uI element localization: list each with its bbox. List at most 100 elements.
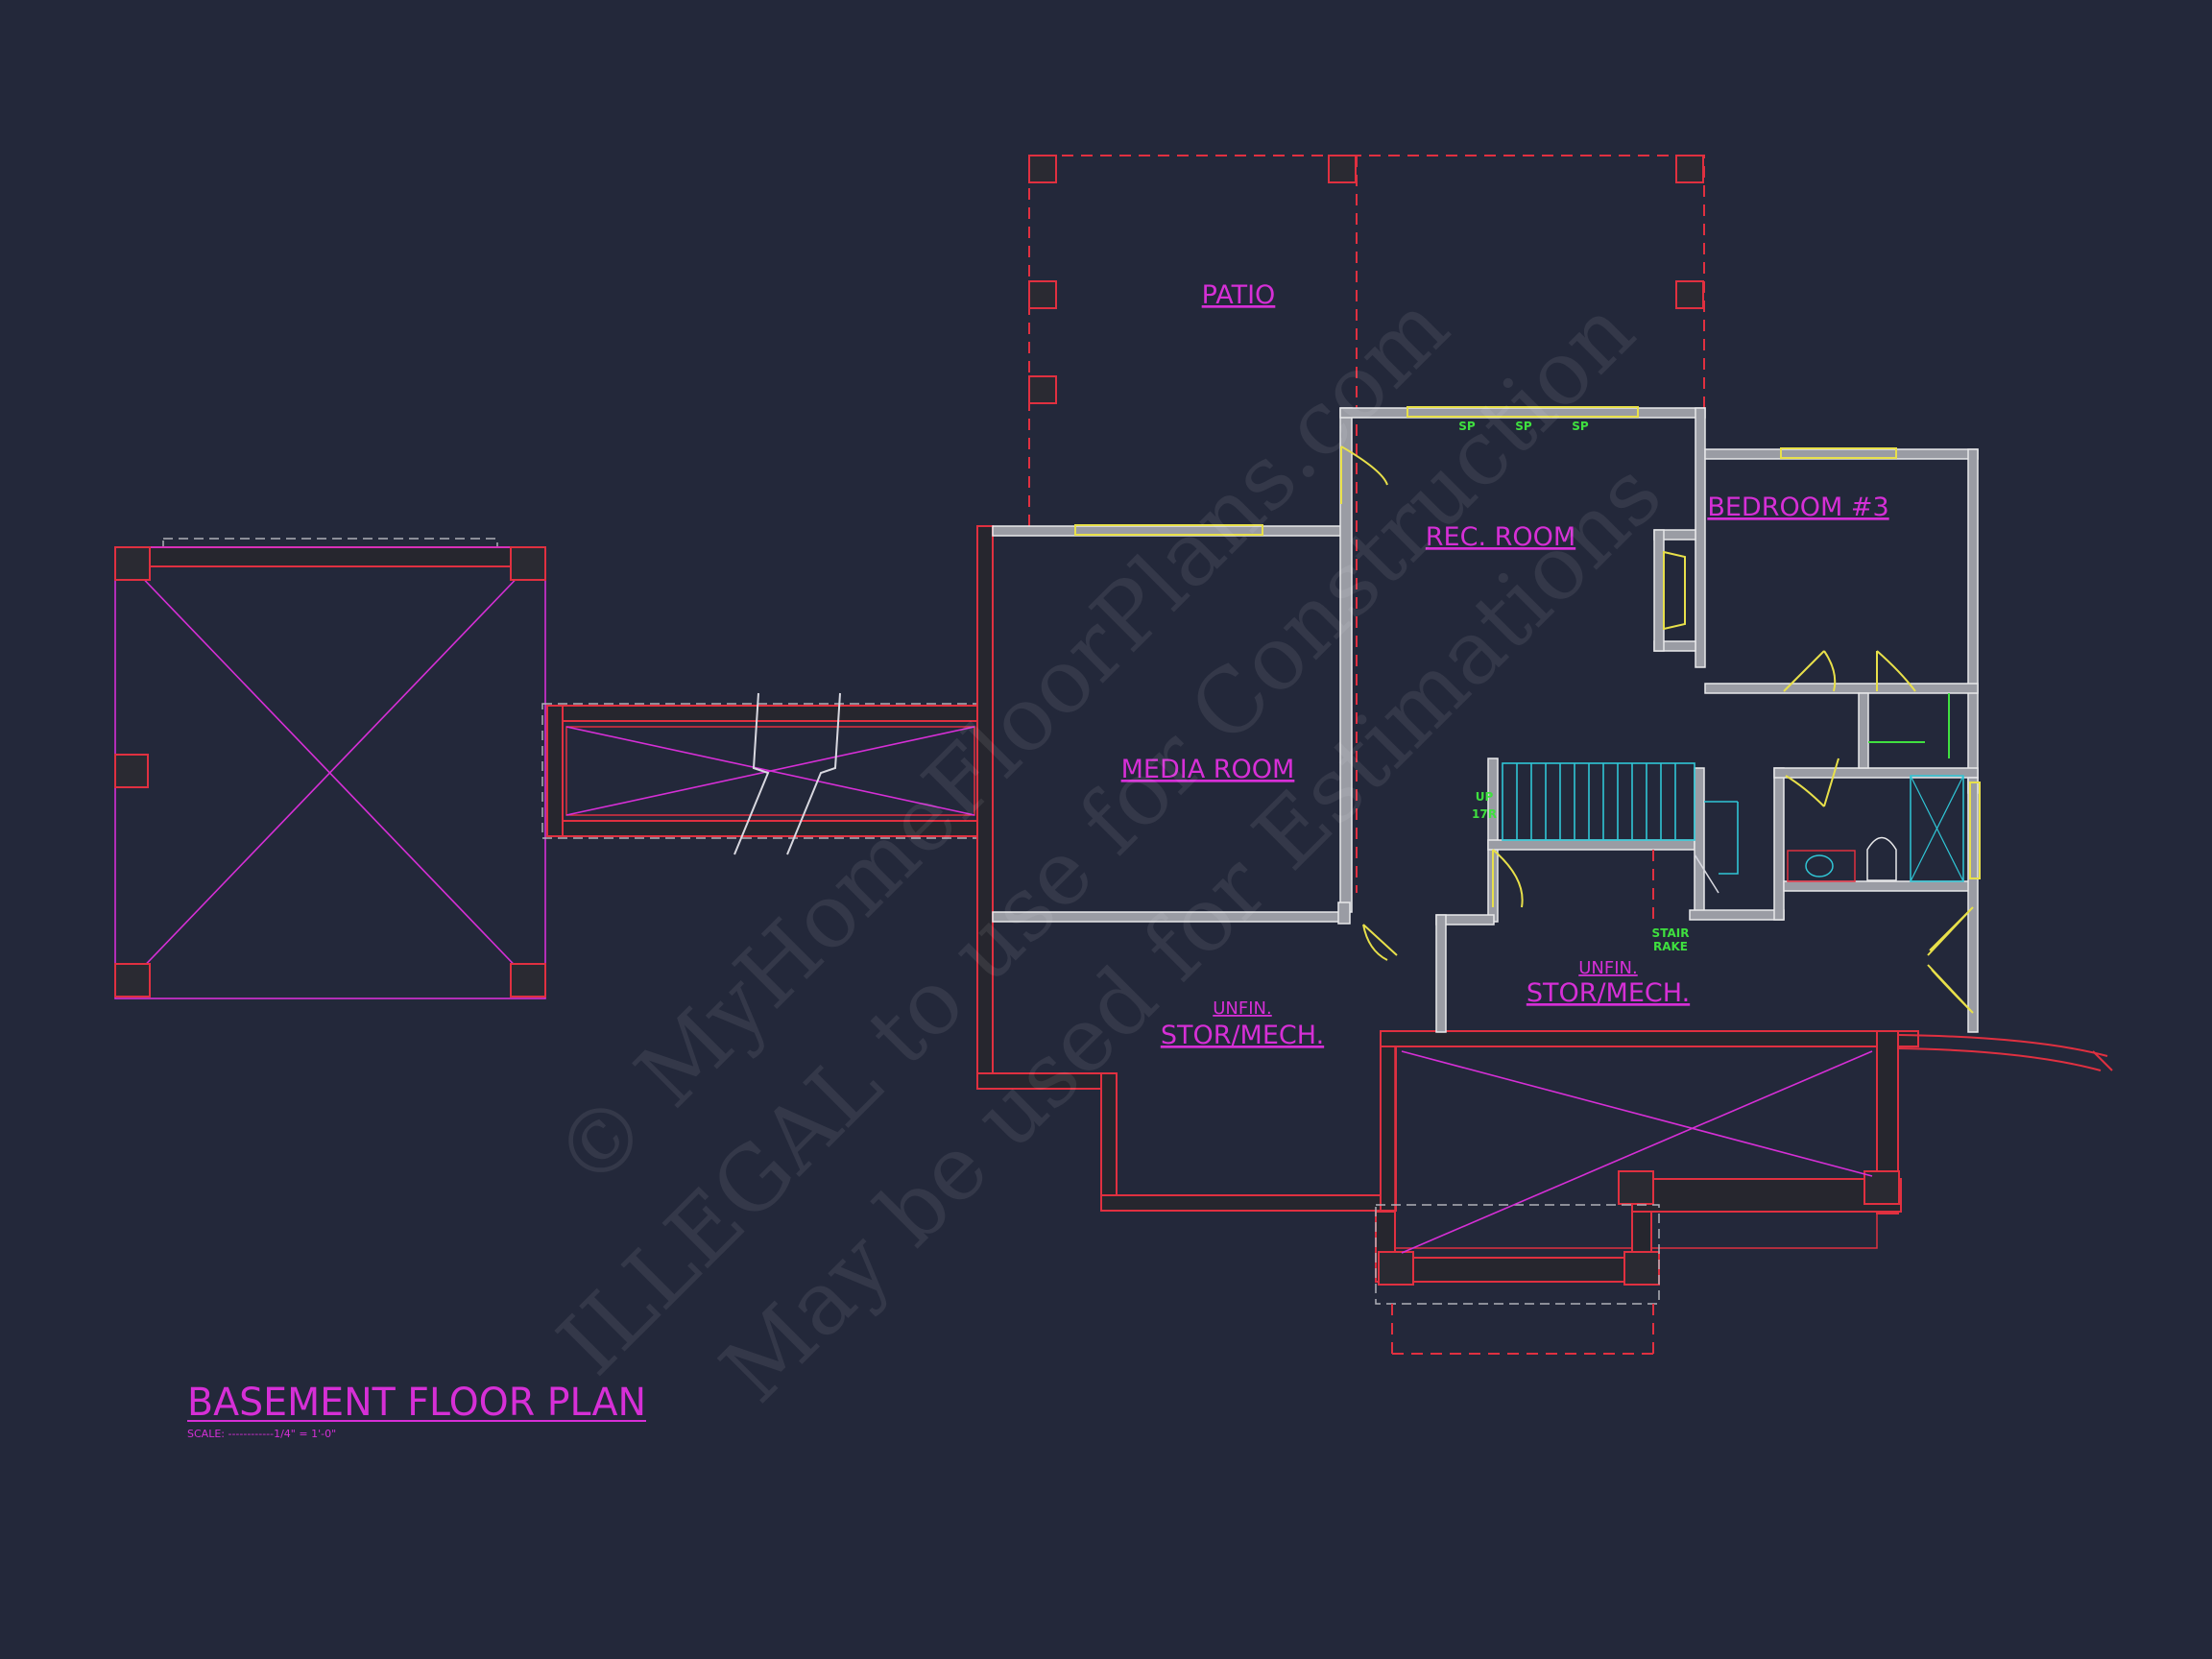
stair [1502, 762, 1739, 922]
room-labels: PATIO REC. ROOM BEDROOM #3 MEDIA ROOM UN… [1121, 280, 1889, 1050]
pier-bl [114, 963, 151, 998]
garage-x-1 [1401, 1050, 1873, 1177]
house-foundation [976, 525, 2113, 1355]
wall-bath-west-2 [1694, 767, 1705, 913]
windows [1074, 406, 1981, 879]
wall-bath-west [1773, 767, 1785, 921]
retaining-end-tick [2092, 1050, 2113, 1071]
label-unfin-right: UNFIN. [1578, 958, 1638, 978]
note-sp-1: SP [1458, 420, 1476, 433]
breezeway-top-wall [546, 705, 980, 722]
door-rec-exterior [1340, 445, 1388, 504]
door-exterior-east-2 [1927, 964, 1974, 1014]
title-block: BASEMENT FLOOR PLAN SCALE: ------------1… [187, 1381, 646, 1440]
note-risers: 17R [1472, 807, 1497, 821]
window-rec-room [1407, 406, 1639, 418]
pier-br [510, 963, 546, 998]
detached-foundation [114, 538, 546, 999]
patio-post-3 [1675, 155, 1704, 183]
stair-rake-leader [1694, 854, 1719, 894]
note-sp-3: SP [1572, 420, 1589, 433]
note-stair: STAIR [1652, 926, 1690, 940]
note-up: UP [1476, 790, 1494, 804]
fireplace-west [1653, 529, 1665, 652]
foundation-bump-top [1631, 1178, 1902, 1213]
vanity [1787, 850, 1856, 882]
breezeway-dashed-outline [541, 703, 980, 839]
pier-ml [114, 754, 149, 788]
shower-x-2 [1910, 775, 1964, 882]
left-top-foundation-wall [114, 546, 546, 567]
bump-pier-tr [1863, 1170, 1900, 1205]
foundation-garage-north [1380, 1030, 1919, 1047]
fireplace-insert [1663, 550, 1686, 631]
wall-stair-mid [1487, 839, 1695, 851]
plan-scale: SCALE: ------------1/4" = 1'-0" [187, 1428, 336, 1440]
door-exterior-east-1 [1927, 906, 1974, 956]
label-unfin-left: UNFIN. [1213, 998, 1272, 1019]
breezeway-inner [565, 726, 975, 816]
window-bath [1969, 781, 1981, 879]
sink-icon [1805, 854, 1834, 878]
patio-post-2 [1328, 155, 1357, 183]
foundation-south-wall [1100, 1194, 1385, 1212]
wall-rec-east [1695, 407, 1706, 668]
patio-area [1028, 155, 1705, 893]
plan-title: BASEMENT FLOOR PLAN [187, 1381, 646, 1425]
label-stor-left: STOR/MECH. [1161, 1021, 1324, 1050]
left-x-brace-2 [131, 565, 529, 980]
breezeway-left-wall [546, 705, 564, 837]
patio-post-5 [1675, 280, 1704, 309]
wall-unfin-divider [1435, 914, 1447, 1033]
label-stor-right: STOR/MECH. [1527, 978, 1690, 1008]
garage-x-2 [1401, 1050, 1873, 1254]
retaining-curve-outer [1897, 1034, 2108, 1057]
foundation-garage-west [1380, 1030, 1397, 1212]
note-sp-2: SP [1515, 420, 1532, 433]
label-media-room: MEDIA ROOM [1121, 755, 1295, 784]
bump-pier-tl [1618, 1170, 1654, 1205]
stair-direction-arrow [1719, 802, 1739, 875]
door-closet [1876, 650, 1916, 692]
bump-dashed [1375, 1204, 1660, 1305]
break-line-2 [786, 692, 841, 855]
stair-outline [1502, 762, 1695, 841]
patio-post-4 [1028, 280, 1057, 309]
doors [1340, 445, 1974, 1014]
breezeway-x-2 [565, 726, 975, 816]
pier-tr [510, 546, 546, 581]
wall-closet-divider [1858, 692, 1869, 769]
note-rake: RAKE [1653, 940, 1688, 953]
wall-bath-north [1773, 767, 1979, 779]
door-bedroom [1783, 650, 1837, 692]
break-line-1 [733, 692, 770, 855]
toilet-icon [1866, 836, 1897, 881]
door-stair [1492, 849, 1524, 908]
wall-bed-east [1967, 448, 1979, 794]
door-unfin-left [1362, 924, 1398, 961]
patio-post-6 [1028, 375, 1057, 404]
wall-bath-south-2 [1783, 880, 1977, 892]
window-media [1074, 524, 1263, 536]
wall-east-lower [1967, 777, 1979, 1033]
patio-post-1 [1028, 155, 1057, 183]
foundation-sw-step-v [1100, 1072, 1118, 1209]
notes: SP SP SP UP 17R STAIR RAKE [1458, 420, 1689, 953]
wall-bath-south [1689, 909, 1785, 921]
label-patio: PATIO [1202, 280, 1276, 310]
bump-pier-bl [1378, 1251, 1414, 1286]
bump-pier-br [1623, 1251, 1660, 1286]
shower [1910, 775, 1964, 882]
label-bedroom: BEDROOM #3 [1707, 493, 1888, 522]
label-rec-room: REC. ROOM [1426, 522, 1575, 552]
window-bedroom [1780, 447, 1897, 459]
wall-bed-south [1704, 683, 1979, 694]
breezeway-foundation [541, 692, 980, 855]
pier-tl [114, 546, 151, 581]
interior-walls [992, 407, 1979, 1033]
bath-fixtures [1787, 693, 1964, 882]
wall-media-corner [1337, 902, 1351, 925]
retaining-curve-inner [1897, 1047, 2102, 1071]
door-bath [1785, 757, 1839, 807]
